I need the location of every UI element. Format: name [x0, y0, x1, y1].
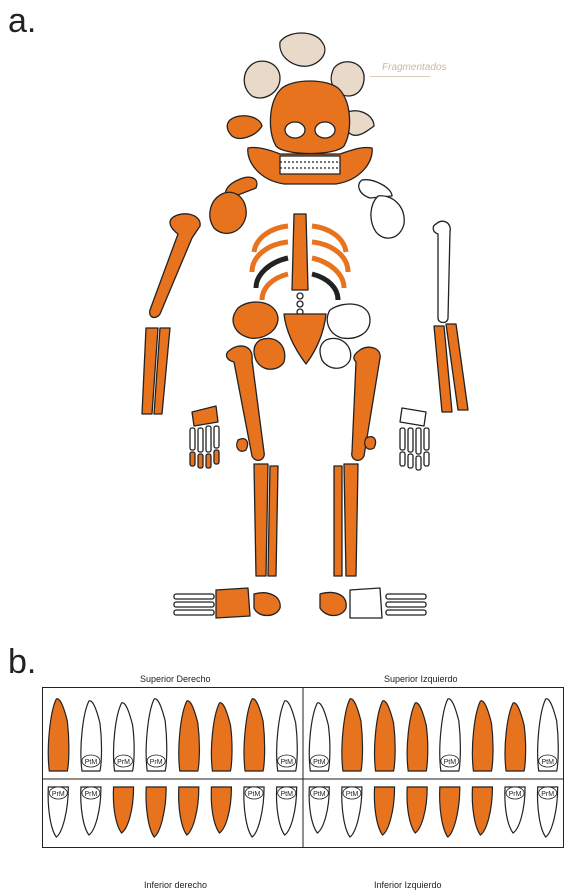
quadrant-lower-left-label: Inferior Izquierdo — [374, 880, 442, 890]
scapula-left — [371, 196, 404, 238]
panel-b-label: b. — [8, 645, 36, 679]
hand-right — [190, 406, 219, 468]
ischium-right — [254, 338, 285, 369]
tooth — [440, 787, 460, 837]
tooth — [505, 703, 526, 771]
tooth-label: PrM — [52, 791, 65, 798]
tooth — [342, 699, 363, 771]
fibula-left — [334, 466, 342, 576]
quadrant-upper-left-label: Superior Izquierdo — [384, 674, 458, 684]
foot-left — [320, 588, 426, 618]
tooth — [375, 701, 396, 771]
tooth — [48, 699, 69, 771]
tooth — [472, 701, 493, 771]
tooth-label: PtM — [541, 759, 554, 766]
sternum — [292, 214, 308, 290]
tooth: PtM — [309, 703, 330, 771]
ilium-left — [327, 304, 370, 338]
tooth-label: PtM — [280, 791, 293, 798]
ilium-right — [233, 302, 278, 338]
tooth-label: PtM — [313, 791, 326, 798]
tibia-right — [254, 464, 268, 576]
tooth-label: PtM — [346, 791, 359, 798]
tooth — [472, 787, 492, 835]
tooth-label: PtM — [85, 759, 98, 766]
hand-left — [400, 408, 429, 470]
scapula-left — [359, 180, 392, 198]
tooth-label: PtM — [248, 791, 261, 798]
ischium-left — [320, 338, 351, 368]
tooth: PtM — [81, 701, 102, 771]
tooth — [113, 787, 133, 833]
skull-fragment — [244, 61, 280, 98]
quadrant-lower-right-label: Inferior derecho — [144, 880, 207, 890]
humerus-left — [433, 221, 450, 322]
fibula-right — [268, 466, 278, 576]
tooth-label: PrM — [85, 791, 98, 798]
tooth-label: PtM — [313, 759, 326, 766]
fragment-label: Fragmentados — [382, 62, 446, 73]
quadrant-upper-right-label: Superior Derecho — [140, 674, 211, 684]
skeleton-diagram — [130, 28, 490, 640]
tooth: PrM — [537, 787, 557, 837]
tooth — [146, 787, 166, 837]
dental-chart: PtM PrM PrM PtM PtM PtM PtM PrM PrM PtM PtM PtM PtM… — [42, 687, 564, 848]
tibia-left — [344, 464, 358, 576]
tooth-label: PrM — [541, 791, 554, 798]
tooth: PtM — [440, 699, 461, 771]
tooth — [407, 703, 428, 771]
tooth-label: PrM — [117, 759, 130, 766]
tooth-label: PtM — [444, 759, 457, 766]
tooth — [244, 699, 265, 771]
sacrum — [284, 314, 326, 364]
tooth: PtM — [309, 787, 329, 833]
tooth-label: PtM — [280, 759, 293, 766]
tooth — [211, 703, 232, 771]
tooth: PtM — [277, 701, 298, 771]
tooth: PtM — [538, 699, 559, 771]
scapula-right — [210, 192, 246, 233]
tooth: PrM — [146, 699, 167, 771]
tooth: PrM — [114, 703, 135, 771]
tooth-label: PrM — [150, 759, 163, 766]
tooth: PrM — [48, 787, 68, 837]
tooth: PrM — [505, 787, 525, 833]
tooth — [179, 701, 200, 771]
foot-right — [174, 588, 280, 618]
tooth-label: PrM — [509, 791, 522, 798]
humerus-right — [150, 214, 200, 318]
tooth: PtM — [244, 787, 264, 837]
tooth — [179, 787, 199, 835]
tooth — [374, 787, 394, 835]
skull — [270, 81, 349, 154]
panel-a-label: a. — [8, 4, 36, 38]
tooth — [211, 787, 231, 833]
tooth: PrM — [81, 787, 101, 835]
tooth — [407, 787, 427, 833]
tooth: PtM — [342, 787, 362, 837]
fragment-leader-line — [370, 76, 430, 77]
skull-fragment — [280, 33, 325, 66]
tooth: PtM — [276, 787, 296, 835]
